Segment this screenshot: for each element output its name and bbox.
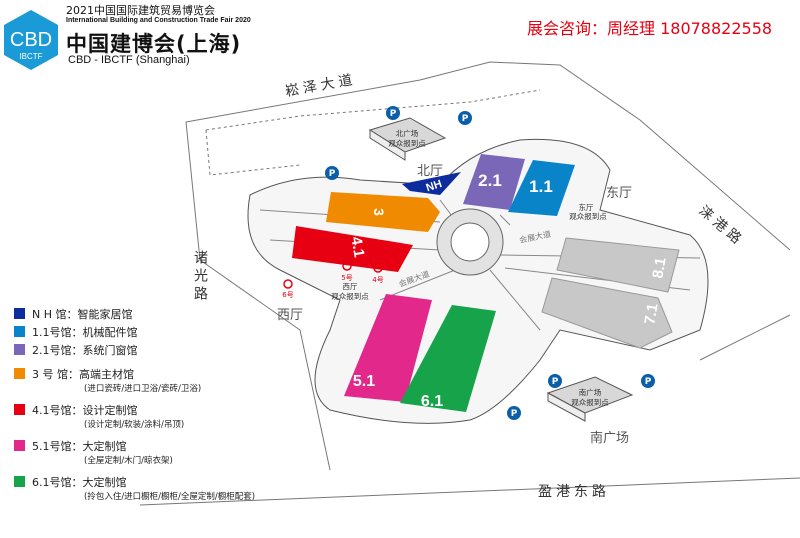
legend-label: 1.1号馆：机械配件馆 — [32, 326, 138, 339]
north-checkin-line1: 北广场 — [396, 128, 419, 138]
east-checkin-line1: 东厅 — [579, 202, 594, 212]
legend-sub: (设计定制/软装/涂料/吊顶) — [84, 420, 185, 430]
parking-icon: P — [507, 406, 521, 420]
legend-label: 3 号 馆：高端主材馆 — [32, 368, 134, 381]
west-checkin-line1: 西厅 — [343, 282, 358, 291]
hall-4-1[interactable] — [292, 226, 413, 272]
legend-swatch — [14, 440, 25, 451]
west-hall-label: 西厅 — [277, 308, 303, 323]
hall-2-1[interactable] — [463, 154, 525, 210]
title-cn-small: 2021中国国际建筑贸易博览会 — [66, 4, 215, 17]
south-checkin-line2: 观众报到点 — [571, 397, 609, 407]
legend-sub: (全屋定制/木门/晾衣架) — [84, 456, 173, 466]
west-checkin-line2: 观众报到点 — [331, 291, 369, 301]
hall-8-1-label: 8.1 — [649, 256, 669, 279]
legend-sub: (拎包入住/进口橱柜/橱柜/全屋定制/橱柜配套) — [84, 492, 256, 502]
south-plaza-label: 南广场 — [590, 430, 629, 446]
cbd-logo: CBD IBCTF — [4, 10, 58, 70]
hall-2-1-label: 2.1 — [478, 171, 502, 190]
hall-8-1[interactable] — [556, 237, 680, 293]
hall-4-1-label: 4.1 — [347, 235, 367, 258]
svg-text:5号: 5号 — [341, 274, 352, 282]
svg-text:P: P — [462, 114, 469, 124]
svg-text:P: P — [645, 377, 652, 387]
south-checkin-line1: 南广场 — [579, 387, 602, 397]
hall-3[interactable] — [326, 192, 440, 232]
metro-icon: 5号 — [341, 261, 353, 282]
hall-5-1[interactable] — [344, 294, 432, 402]
road-west: 诸光路 — [192, 250, 208, 304]
hall-nh-label: NH — [425, 178, 444, 194]
road-south: 盈港东路 — [538, 484, 610, 500]
north-hall-label: 北厅 — [417, 164, 443, 179]
svg-text:4号: 4号 — [372, 276, 383, 284]
title-en: International Building and Construction … — [66, 17, 251, 24]
legend-swatch — [14, 368, 25, 379]
road-east: 涞港路 — [695, 203, 747, 250]
legend-label: 6.1号馆：大定制馆 — [32, 476, 127, 489]
legend-swatch — [14, 344, 25, 355]
svg-text:6号: 6号 — [282, 291, 293, 299]
logo-sub: IBCTF — [19, 52, 42, 61]
svg-text:P: P — [511, 409, 518, 419]
hall-5-1-label: 5.1 — [353, 373, 375, 390]
legend-label: N H 馆：智能家居馆 — [32, 308, 133, 321]
north-checkin-line2: 观众报到点 — [388, 138, 426, 148]
hall-7-1[interactable] — [541, 277, 673, 349]
title-sub: CBD - IBCTF (Shanghai) — [68, 54, 190, 66]
legend-label: 5.1号馆：大定制馆 — [32, 440, 127, 453]
svg-text:P: P — [390, 109, 397, 119]
metro-icon: 4号 — [372, 263, 384, 284]
svg-text:P: P — [552, 377, 559, 387]
metro-icon: 6号 — [282, 279, 294, 299]
parking-icon: P — [458, 111, 472, 125]
hall-1-1[interactable] — [508, 160, 575, 216]
hall-1-1-label: 1.1 — [529, 177, 553, 196]
legend-swatch — [14, 404, 25, 415]
hall-6-1[interactable] — [400, 305, 496, 412]
svg-text:P: P — [329, 169, 336, 179]
hall-nh[interactable] — [402, 172, 461, 195]
legend-label: 4.1号馆：设计定制馆 — [32, 404, 138, 417]
logo-text: CBD — [10, 29, 52, 51]
parking-icon: P — [325, 166, 339, 180]
parking-icon: P — [548, 374, 562, 388]
legend-swatch — [14, 308, 25, 319]
parking-icon: P — [386, 106, 400, 120]
east-checkin-line2: 观众报到点 — [569, 211, 607, 221]
legend-swatch — [14, 326, 25, 337]
legend-label: 2.1号馆：系统门窗馆 — [32, 344, 138, 357]
legend-sub: (进口瓷砖/进口卫浴/瓷砖/卫浴) — [84, 384, 202, 394]
parking-icon: P — [641, 374, 655, 388]
east-hall-label: 东厅 — [606, 186, 632, 201]
road-north: 崧泽大道 — [284, 72, 358, 100]
hall-3-label: 3 — [371, 208, 387, 216]
title-main: 中国建博会(上海) — [66, 32, 242, 56]
legend-swatch — [14, 476, 25, 487]
hotline: 展会咨询：周经理 18078822558 — [527, 19, 773, 38]
hall-7-1-label: 7.1 — [641, 302, 661, 325]
hall-6-1-label: 6.1 — [421, 393, 443, 410]
